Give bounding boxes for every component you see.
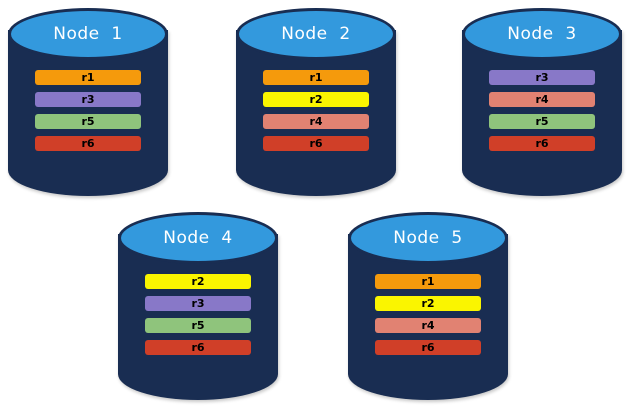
cylinder-top-ellipse xyxy=(8,8,168,60)
replica-bar[interactable]: r6 xyxy=(375,340,481,355)
node-cylinder-4[interactable]: Node 4 r2 r3 r5 r6 xyxy=(118,212,278,400)
replica-list: r3 r4 r5 r6 xyxy=(489,70,595,158)
cylinder-top-ellipse xyxy=(348,212,508,264)
replica-bar[interactable]: r2 xyxy=(375,296,481,311)
node-cylinder-1[interactable]: Node 1 r1 r3 r5 r6 xyxy=(8,8,168,196)
replica-bar[interactable]: r6 xyxy=(145,340,251,355)
replica-list: r2 r3 r5 r6 xyxy=(145,274,251,362)
replica-bar[interactable]: r4 xyxy=(263,114,369,129)
cylinder-top-ellipse xyxy=(118,212,278,264)
replica-bar[interactable]: r4 xyxy=(489,92,595,107)
replica-bar[interactable]: r3 xyxy=(145,296,251,311)
replica-bar[interactable]: r1 xyxy=(375,274,481,289)
replica-bar[interactable]: r1 xyxy=(35,70,141,85)
replica-bar[interactable]: r2 xyxy=(145,274,251,289)
replica-bar[interactable]: r3 xyxy=(489,70,595,85)
replica-bar[interactable]: r4 xyxy=(375,318,481,333)
cylinder-top-ellipse xyxy=(236,8,396,60)
replica-bar[interactable]: r5 xyxy=(35,114,141,129)
replica-bar[interactable]: r5 xyxy=(145,318,251,333)
replica-bar[interactable]: r6 xyxy=(489,136,595,151)
replica-bar[interactable]: r1 xyxy=(263,70,369,85)
replica-bar[interactable]: r3 xyxy=(35,92,141,107)
replica-bar[interactable]: r6 xyxy=(35,136,141,151)
replica-list: r1 r2 r4 r6 xyxy=(375,274,481,362)
cylinder-top-ellipse xyxy=(462,8,622,60)
replica-bar[interactable]: r5 xyxy=(489,114,595,129)
node-cylinder-2[interactable]: Node 2 r1 r2 r4 r6 xyxy=(236,8,396,196)
replica-list: r1 r3 r5 r6 xyxy=(35,70,141,158)
replica-list: r1 r2 r4 r6 xyxy=(263,70,369,158)
node-cylinder-3[interactable]: Node 3 r3 r4 r5 r6 xyxy=(462,8,622,196)
replica-bar[interactable]: r2 xyxy=(263,92,369,107)
replica-bar[interactable]: r6 xyxy=(263,136,369,151)
node-cylinder-5[interactable]: Node 5 r1 r2 r4 r6 xyxy=(348,212,508,400)
